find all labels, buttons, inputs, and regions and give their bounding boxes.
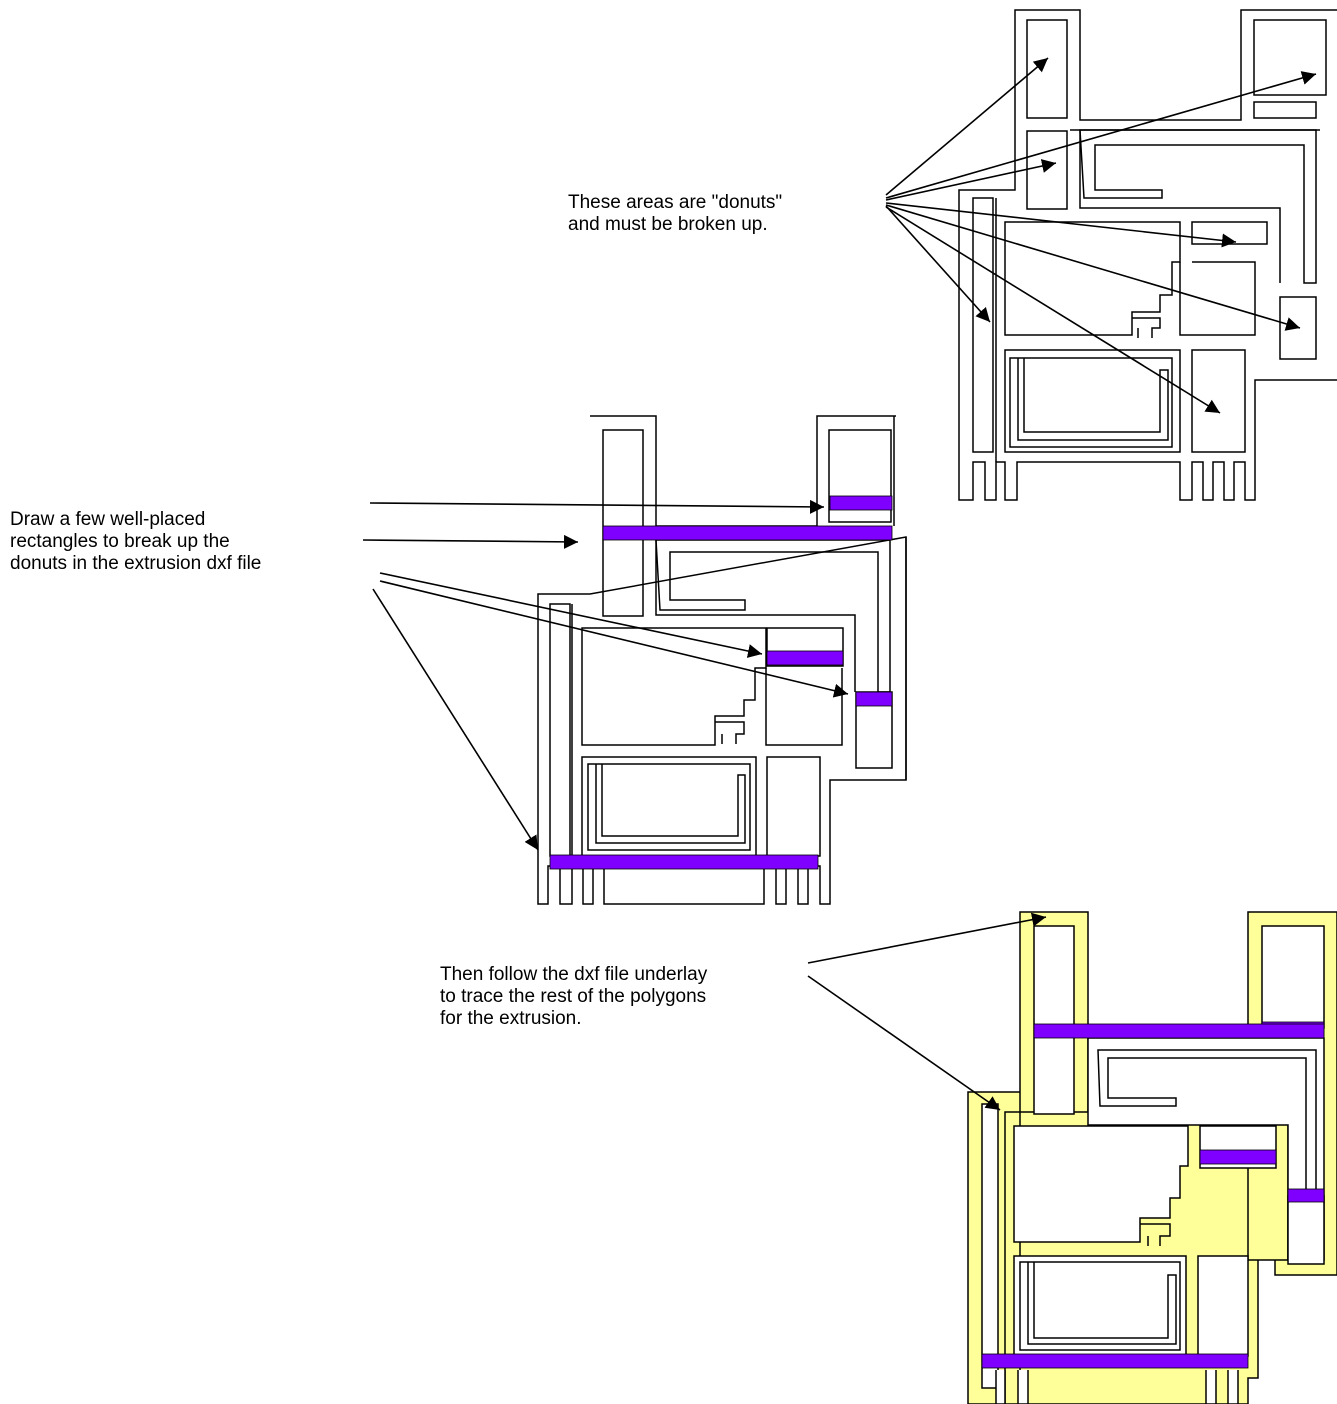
profile-original-left-column	[972, 197, 997, 462]
arrow-to-traced-top	[807, 912, 1047, 964]
arrow-to-divider-right	[379, 580, 849, 698]
profile-divided-outline	[537, 415, 907, 905]
profile-original-donuts	[958, 9, 1337, 501]
profile-original-u-channel	[1004, 349, 1181, 453]
profile-divided-top-right-chamber	[828, 429, 892, 523]
profile-original-t-connector	[1132, 261, 1256, 338]
rectangles-annotation-line-3: donuts in the extrusion dxf file	[10, 553, 262, 574]
divider-rect-top-wide	[602, 525, 893, 541]
divider-rect-center	[766, 650, 844, 666]
profile-divided-l-channel	[655, 539, 891, 693]
rectangles-annotation-line-1: Draw a few well-placed	[10, 509, 206, 530]
donut-top-left	[1026, 19, 1068, 119]
profile-traced	[967, 911, 1337, 1404]
trace-annotation: Then follow the dxf file underlay to tra…	[440, 964, 707, 1030]
profile-divided-t-connector	[715, 668, 843, 746]
profile-original-l-channel	[1079, 129, 1317, 284]
donuts-annotation: These areas are "donuts" and must be bro…	[568, 192, 782, 236]
profile-divided-right-edge	[893, 416, 907, 780]
traced-t-connector	[1140, 1223, 1171, 1246]
trace-annotation-line-3: for the extrusion.	[440, 1008, 582, 1029]
arrows-donuts	[885, 57, 1317, 414]
profile-divided-top-left-chamber	[602, 429, 644, 617]
traced-left-column	[981, 1103, 999, 1389]
traced-mid-cavity	[1013, 1125, 1189, 1243]
traced-legs	[995, 1370, 1239, 1404]
profile-divided-left-column	[549, 603, 573, 866]
profile-original-slot	[1253, 101, 1317, 119]
traced-bottom-right-chamber	[1197, 1255, 1249, 1357]
traced-divider-right	[1287, 1188, 1325, 1203]
trace-annotation-line-1: Then follow the dxf file underlay	[440, 964, 708, 985]
traced-u-channel	[1013, 1255, 1187, 1357]
donuts-annotation-line-2: and must be broken up.	[568, 214, 768, 235]
profile-original-outline	[958, 9, 1337, 501]
traced-top-right-chamber	[1261, 925, 1325, 1029]
donuts-annotation-line-1: These areas are "donuts"	[568, 192, 783, 213]
donut-left-mid	[1026, 130, 1068, 210]
donut-top-right	[1253, 19, 1327, 96]
traced-divider-center	[1199, 1149, 1277, 1165]
profile-original-mid-cavity	[1004, 221, 1181, 336]
traced-top-left-chamber	[1033, 925, 1075, 1115]
arrow-to-right-lower-donut	[885, 204, 1301, 331]
arrow-to-center-donut	[885, 202, 1237, 248]
profile-divided-mid-cavity	[581, 627, 767, 746]
arrow-to-divider-center	[379, 572, 763, 658]
arrow-to-bottom-right-donut	[885, 206, 1221, 414]
arrow-to-divider-top-wide	[362, 534, 579, 549]
arrow-to-divider-top-right	[369, 499, 825, 514]
traced-divider-bottom-wide	[981, 1353, 1249, 1369]
arrows-trace	[807, 912, 1047, 1111]
profile-original-inner-line	[1070, 129, 1320, 283]
arrow-to-left-column-donut	[885, 205, 991, 323]
arrow-to-top-left-donut	[885, 57, 1049, 196]
divider-rect-bottom-wide	[549, 854, 819, 870]
traced-u-channel-inner	[1019, 1261, 1181, 1351]
arrows-rectangles	[362, 499, 849, 851]
profile-divided	[537, 415, 907, 905]
arrow-to-left-mid-donut	[885, 159, 1057, 201]
traced-divider-top-wide	[1033, 1023, 1325, 1039]
arrow-to-traced-left	[807, 975, 1001, 1111]
donut-right-lower	[1279, 296, 1317, 360]
traced-l-channel-inner	[1097, 1049, 1317, 1191]
divider-rect-top-right	[829, 495, 893, 511]
donut-bottom-right	[1191, 349, 1246, 453]
divider-rect-right	[855, 691, 893, 707]
rectangles-annotation: Draw a few well-placed rectangles to bre…	[10, 509, 261, 575]
profile-divided-inner-line	[655, 540, 856, 692]
profile-divided-u-channel	[581, 756, 757, 857]
traced-right-lower-chamber	[1287, 1195, 1325, 1265]
arrow-to-top-right-donut	[885, 71, 1317, 199]
profile-divided-bottom-right-chamber	[766, 756, 821, 857]
trace-annotation-line-2: to trace the rest of the polygons	[440, 986, 707, 1007]
arrow-to-divider-bottom	[372, 588, 539, 851]
rectangles-annotation-line-2: rectangles to break up the	[10, 531, 230, 552]
profile-divided-center-chamber	[766, 627, 844, 667]
